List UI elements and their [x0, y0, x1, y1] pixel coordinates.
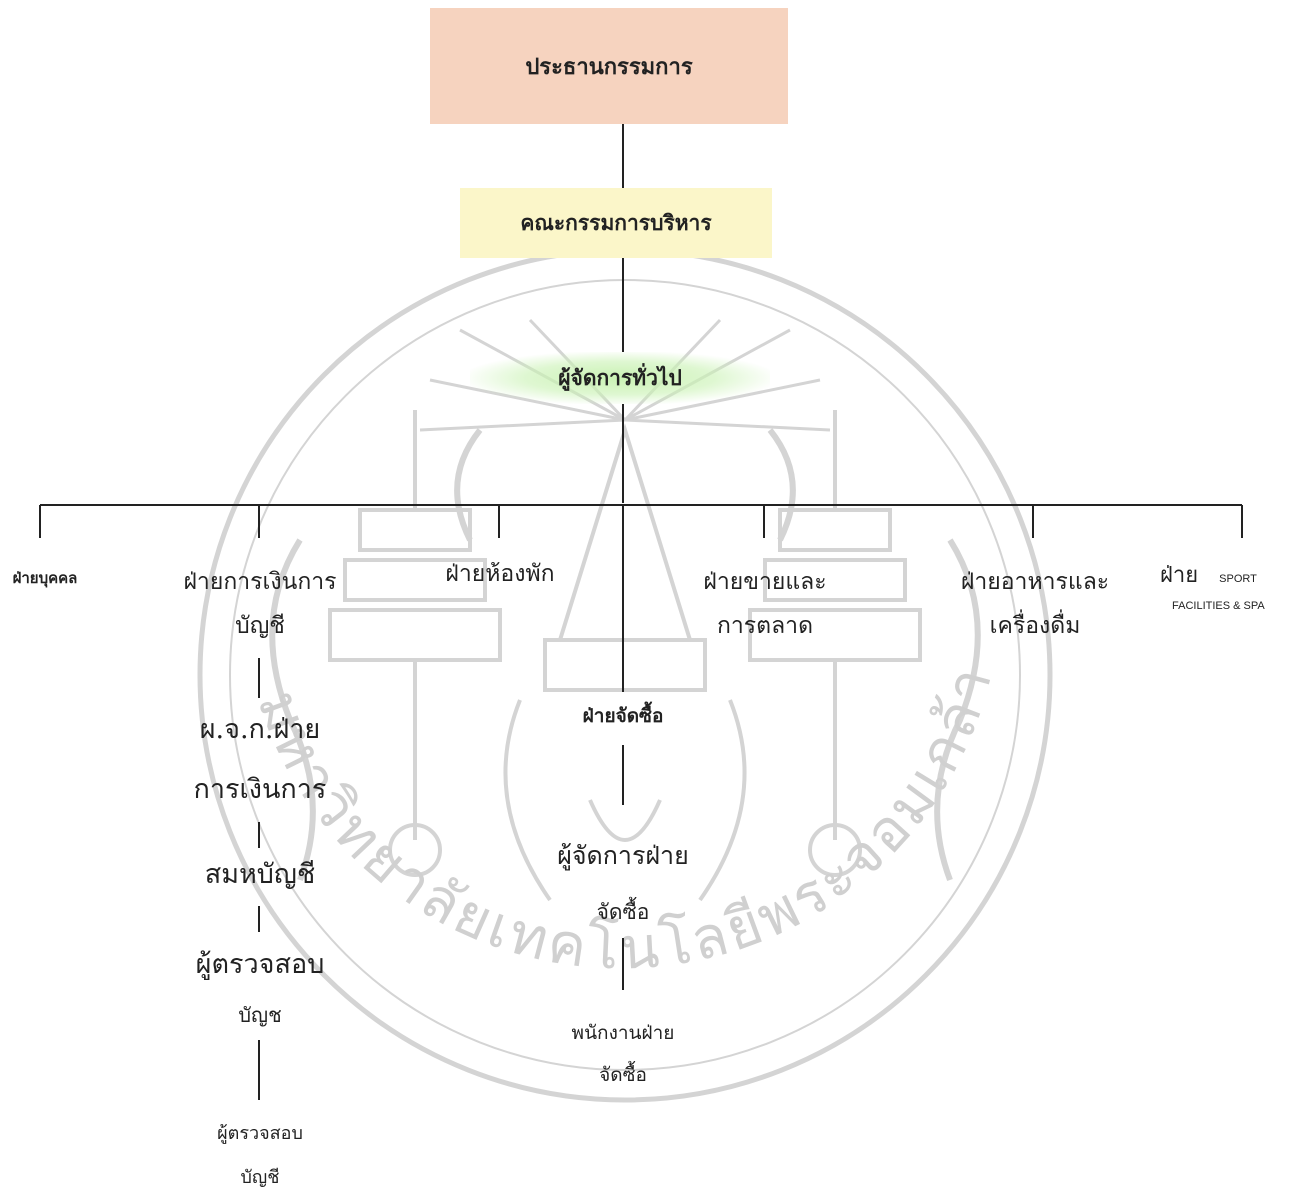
dept-fb-line2: เครื่องดื่ม — [989, 613, 1081, 639]
dept-hr: ฝ่ายบุคคล — [12, 569, 78, 587]
dept-sales-line1: ฝ่ายขายและ — [703, 569, 827, 595]
finance-auditor-2: ผู้ตรวจสอบ บัญชี — [217, 1123, 303, 1188]
dept-fb-line1: ฝ่ายอาหารและ — [960, 569, 1110, 595]
purchasing-staff: พนักงานฝ่าย จัดซื้อ — [571, 1022, 675, 1086]
watermark-text: มหาวิทยาลัยเทคโนโลยีพระจอมเกล้าเจ้าคุณทห… — [0, 0, 1003, 983]
dept-finance-line1: ฝ่ายการเงินการ — [183, 569, 337, 595]
dept-sales-line2: การตลาด — [716, 613, 814, 639]
dept-sport-suffix: SPORT — [1219, 573, 1257, 585]
purchasing-dept: ฝ่ายจัดซื้อ — [582, 705, 664, 727]
executive-board-label: คณะกรรมการบริหาร — [520, 209, 712, 235]
dept-food-beverage: ฝ่ายอาหารและ เครื่องดื่ม — [940, 560, 1130, 648]
dept-rooms: ฝ่ายห้องพัก — [445, 561, 555, 587]
dept-sport-prefix: ฝ่าย — [1160, 563, 1199, 588]
dept-finance-line2: บัญชี — [235, 613, 285, 639]
finance-auditor-1: ผู้ตรวจสอบ บัญช — [195, 949, 325, 1027]
purchasing-manager: ผู้จัดการฝ่าย จัดซื้อ — [557, 841, 689, 924]
dept-sport-spa: ฝ่าย SPORT FACILITIES & SPA — [1160, 562, 1306, 613]
chairman-box: ประธานกรรมการ — [430, 8, 788, 124]
general-manager-box: ผู้จัดการทั่วไป — [470, 352, 770, 404]
finance-manager: ผ.จ.ก.ฝ่าย การเงินการ — [193, 714, 327, 805]
finance-accounts: สมหบัญชี — [204, 859, 316, 890]
general-manager-label: ผู้จัดการทั่วไป — [558, 364, 682, 390]
svg-text:มหาวิทยาลัยเทคโนโลยีพระจอมเกล้: มหาวิทยาลัยเทคโนโลยีพระจอมเกล้าเจ้าคุณทห… — [0, 0, 1003, 983]
dept-finance: ฝ่ายการเงินการ บัญชี — [160, 560, 360, 648]
dept-sales-marketing: ฝ่ายขายและ การตลาด — [680, 560, 850, 648]
chairman-label: ประธานกรรมการ — [525, 53, 693, 80]
executive-board-box: คณะกรรมการบริหาร — [460, 188, 772, 258]
dept-sport-line2: FACILITIES & SPA — [1172, 599, 1265, 612]
